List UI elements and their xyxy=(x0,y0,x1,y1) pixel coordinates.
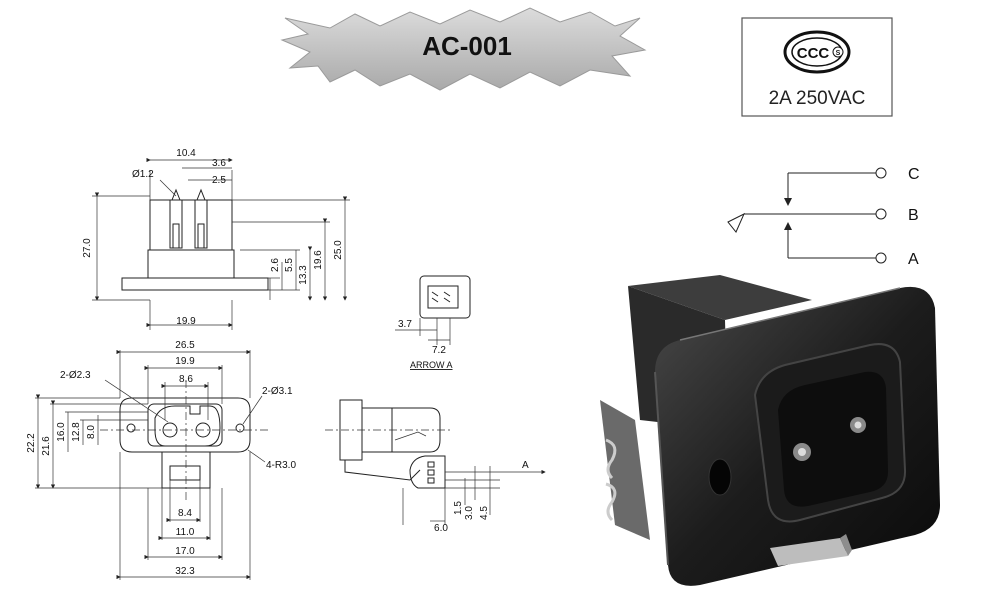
arrow-a-label: ARROW A xyxy=(410,360,453,370)
dim-arrow-right: 7.2 xyxy=(432,345,446,356)
title-banner: AC-001 xyxy=(280,7,647,91)
switch-schematic: C B A xyxy=(727,166,920,268)
side-view-drawing: 1.5 3.0 4.5 6.0 A xyxy=(325,399,546,534)
starburst-banner xyxy=(280,7,647,91)
dim-tab: 8.4 xyxy=(178,508,192,519)
dim-flange-mid: 13.3 xyxy=(298,265,309,285)
dim-side-b: 3.0 xyxy=(464,506,475,520)
terminal-c-label: C xyxy=(908,166,920,183)
dim-body-height: 25.0 xyxy=(333,240,344,260)
dim-side-a: 1.5 xyxy=(453,501,464,515)
dim-overall-width: 26.5 xyxy=(175,340,195,351)
page-title: AC-001 xyxy=(422,31,512,61)
ccc-mark-sub: S xyxy=(836,50,841,57)
arrow-a-view: 3.7 7.2 ARROW A xyxy=(395,275,471,370)
dim-height-inner: 12.8 xyxy=(71,422,82,442)
rating-text: 2A 250VAC xyxy=(769,88,866,109)
dim-mount-hole-right: 2-Ø3.1 xyxy=(262,386,293,397)
terminal-c-icon xyxy=(875,167,887,179)
top-view-drawing: 10.4 3.6 2.5 Ø1.2 19.9 27.0 25.0 19.6 13… xyxy=(82,148,350,330)
dim-height-body: 21.6 xyxy=(41,436,52,456)
dim-height-flange: 16.0 xyxy=(56,422,67,442)
dim-mount-hole-left: 2-Ø2.3 xyxy=(60,370,91,381)
dim-side-c: 4.5 xyxy=(479,506,490,520)
dim-flange: 5.5 xyxy=(284,258,295,272)
dim-tab-outer: 11.0 xyxy=(176,527,195,538)
dim-lower-width: 17.0 xyxy=(175,546,195,557)
terminal-a-icon xyxy=(875,252,887,264)
front-view-drawing: 26.5 19.9 8.6 2-Ø2.3 2-Ø3.1 4-R3.0 22.2 … xyxy=(26,340,296,580)
ccc-mark-text: CCC xyxy=(797,45,830,62)
dim-height-total: 22.2 xyxy=(26,433,37,453)
dim-height-slot: 8.0 xyxy=(86,425,97,439)
dim-base-width: 19.9 xyxy=(176,316,196,327)
dim-pin-length: 19.6 xyxy=(313,250,324,270)
arrow-a-marker: A xyxy=(522,460,529,471)
dim-pin-distance: 8.6 xyxy=(179,374,193,385)
dim-arrow-left: 3.7 xyxy=(398,319,412,330)
terminal-b-icon xyxy=(875,208,887,220)
dim-full-width: 32.3 xyxy=(175,566,195,577)
dim-hole: Ø1.2 xyxy=(132,169,154,180)
dim-pin-spacing: 3.6 xyxy=(212,158,226,169)
certification-box: CCC S 2A 250VAC xyxy=(741,17,893,117)
ac-socket-photo-icon xyxy=(600,275,940,586)
terminal-b-label: B xyxy=(908,207,919,224)
dim-total-height: 27.0 xyxy=(82,238,93,258)
dim-side-d: 6.0 xyxy=(434,523,448,534)
dim-radius: 4-R3.0 xyxy=(266,460,296,471)
ccc-certification-mark-icon: CCC S xyxy=(783,30,851,74)
dim-pin-width: 2.5 xyxy=(212,175,226,186)
terminal-a-label: A xyxy=(908,251,919,268)
dim-body-width: 19.9 xyxy=(175,356,195,367)
dim-step: 2.6 xyxy=(270,258,281,272)
dim-top-width: 10.4 xyxy=(176,148,196,159)
